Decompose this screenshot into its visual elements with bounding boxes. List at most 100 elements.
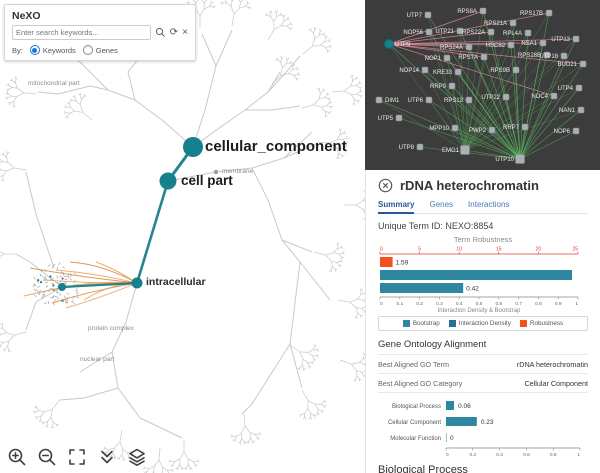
legend-item: Robustness: [519, 320, 563, 327]
tree-label[interactable]: membrane: [222, 168, 254, 175]
tree-label[interactable]: intracellular: [146, 276, 206, 288]
network-node[interactable]: [487, 28, 495, 36]
svg-text:0: 0: [446, 452, 449, 458]
svg-text:0.1: 0.1: [396, 301, 403, 307]
network-node[interactable]: [448, 82, 456, 90]
collapse-all-button[interactable]: [97, 447, 117, 467]
svg-text:25: 25: [572, 247, 578, 253]
zoom-in-button[interactable]: [7, 447, 27, 467]
network-node[interactable]: [572, 127, 580, 135]
network-node[interactable]: [443, 54, 451, 62]
network-node-label: RPS8A: [457, 9, 477, 15]
svg-text:1: 1: [575, 301, 578, 307]
tree-label[interactable]: cell part: [181, 173, 233, 188]
clear-icon[interactable]: ×: [182, 26, 188, 38]
tab-genes[interactable]: Genes: [429, 200, 454, 209]
network-node[interactable]: [507, 41, 515, 49]
network-node[interactable]: [550, 92, 558, 100]
network-node[interactable]: [560, 52, 568, 60]
network-node[interactable]: [539, 39, 547, 47]
fit-view-button[interactable]: [67, 447, 87, 467]
network-node[interactable]: [451, 124, 459, 132]
tree-label[interactable]: mitochondrial part: [28, 80, 80, 87]
network-node-label: UTP6: [408, 98, 424, 104]
network-node[interactable]: [480, 53, 488, 61]
svg-text:0.6: 0.6: [523, 452, 530, 458]
network-node-label: RRP9: [430, 84, 447, 90]
network-node[interactable]: [454, 68, 462, 76]
svg-text:0.7: 0.7: [515, 301, 522, 307]
search-input[interactable]: [12, 25, 151, 40]
network-node[interactable]: [416, 143, 424, 151]
svg-text:0.42: 0.42: [466, 286, 479, 293]
ontology-tree-canvas[interactable]: [0, 0, 365, 473]
network-node[interactable]: [424, 11, 432, 19]
network-node[interactable]: [375, 96, 383, 104]
radio-keywords[interactable]: Keywords: [29, 45, 76, 55]
go-alignment-heading: Gene Ontology Alignment: [378, 339, 487, 350]
network-node[interactable]: [384, 39, 394, 49]
network-node[interactable]: [465, 43, 473, 51]
tree-node-cell-part[interactable]: [159, 172, 177, 190]
network-node[interactable]: [456, 27, 464, 35]
svg-text:Biological Process: Biological Process: [392, 404, 441, 410]
radio-genes[interactable]: Genes: [82, 45, 118, 55]
network-node[interactable]: [421, 66, 429, 74]
tab-summary[interactable]: Summary: [378, 200, 415, 214]
network-node[interactable]: [460, 145, 470, 155]
network-node-label: RRP7: [503, 125, 520, 131]
radio-genes-dot: [82, 45, 93, 55]
network-node[interactable]: [515, 154, 525, 164]
svg-text:Cellular Component: Cellular Component: [388, 420, 441, 426]
tree-label[interactable]: protein complex: [88, 325, 134, 332]
network-node-label: UTP10: [495, 157, 514, 163]
network-node[interactable]: [572, 35, 580, 43]
reset-icon[interactable]: ⟳: [169, 26, 179, 38]
network-node[interactable]: [465, 96, 473, 104]
radio-keywords-label: Keywords: [42, 45, 76, 55]
network-node[interactable]: [579, 60, 587, 68]
network-node[interactable]: [488, 126, 496, 134]
network-node[interactable]: [425, 28, 433, 36]
network-node[interactable]: [512, 66, 520, 74]
tab-interactions[interactable]: Interactions: [468, 200, 510, 209]
tab-bar: Summary Genes Interactions: [378, 200, 588, 214]
network-node-label: UTP7: [407, 13, 423, 19]
svg-text:0: 0: [380, 301, 383, 307]
network-node[interactable]: [395, 114, 403, 122]
search-icon[interactable]: [155, 27, 166, 38]
svg-text:0.23: 0.23: [481, 419, 494, 426]
tree-node-intracellular[interactable]: [131, 277, 143, 289]
close-icon[interactable]: [378, 178, 393, 193]
network-node[interactable]: [509, 19, 517, 27]
svg-text:0.9: 0.9: [555, 301, 562, 307]
svg-text:5: 5: [418, 247, 421, 253]
layers-button[interactable]: [127, 447, 147, 467]
network-node[interactable]: [425, 96, 433, 104]
tree-label[interactable]: cellular_component: [205, 138, 347, 155]
network-node-label: RPS24A: [440, 45, 463, 51]
zoom-out-button[interactable]: [37, 447, 57, 467]
svg-text:0.06: 0.06: [458, 403, 471, 410]
network-node[interactable]: [479, 7, 487, 15]
network-node[interactable]: [521, 123, 529, 131]
tree-node-cellular-component[interactable]: [183, 137, 203, 157]
network-node[interactable]: [575, 84, 583, 92]
network-node[interactable]: [543, 51, 551, 59]
svg-text:20: 20: [536, 247, 542, 253]
tree-label[interactable]: nuclear part: [80, 356, 115, 363]
network-node[interactable]: [502, 93, 510, 101]
svg-text:0.2: 0.2: [469, 452, 476, 458]
network-node[interactable]: [545, 9, 553, 17]
network-node[interactable]: [524, 29, 532, 37]
svg-text:0.8: 0.8: [550, 452, 557, 458]
tree-node-cluster[interactable]: [58, 283, 66, 291]
network-node-label: BUD21: [558, 62, 578, 68]
network-node[interactable]: [577, 106, 585, 114]
